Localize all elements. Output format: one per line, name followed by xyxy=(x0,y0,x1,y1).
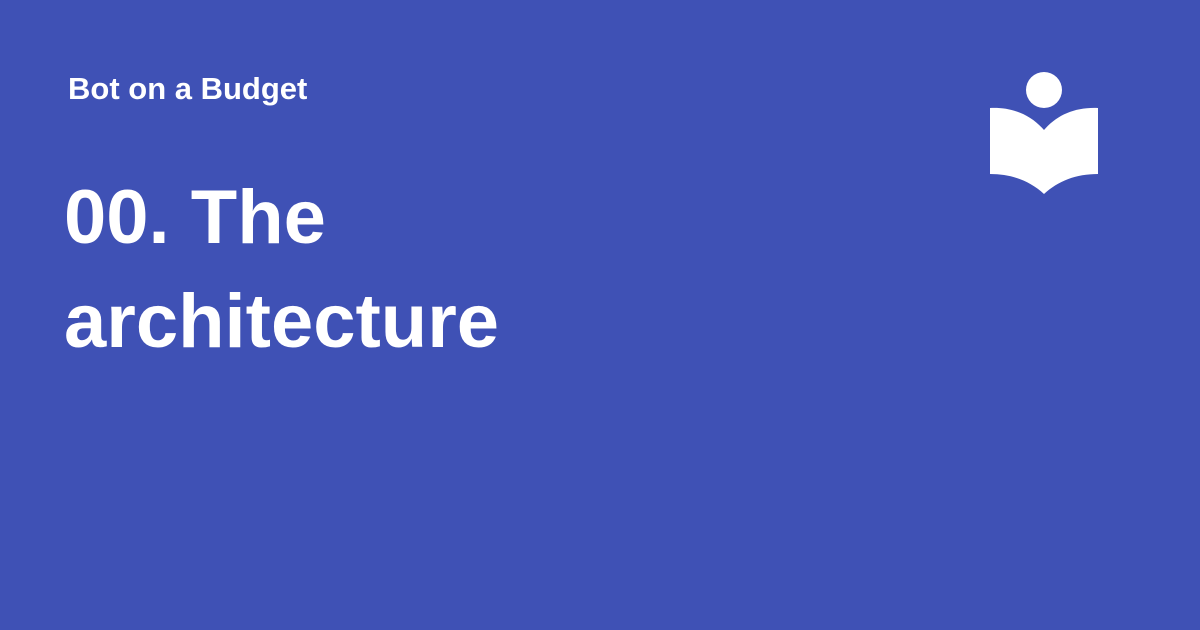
post-title-line-1: 00. The xyxy=(64,175,326,260)
reading-person-book-icon xyxy=(988,70,1100,198)
series-title: Bot on a Budget xyxy=(68,71,308,106)
post-title-line-2: architecture xyxy=(64,279,500,364)
post-title: 00. The architecture xyxy=(64,166,764,374)
